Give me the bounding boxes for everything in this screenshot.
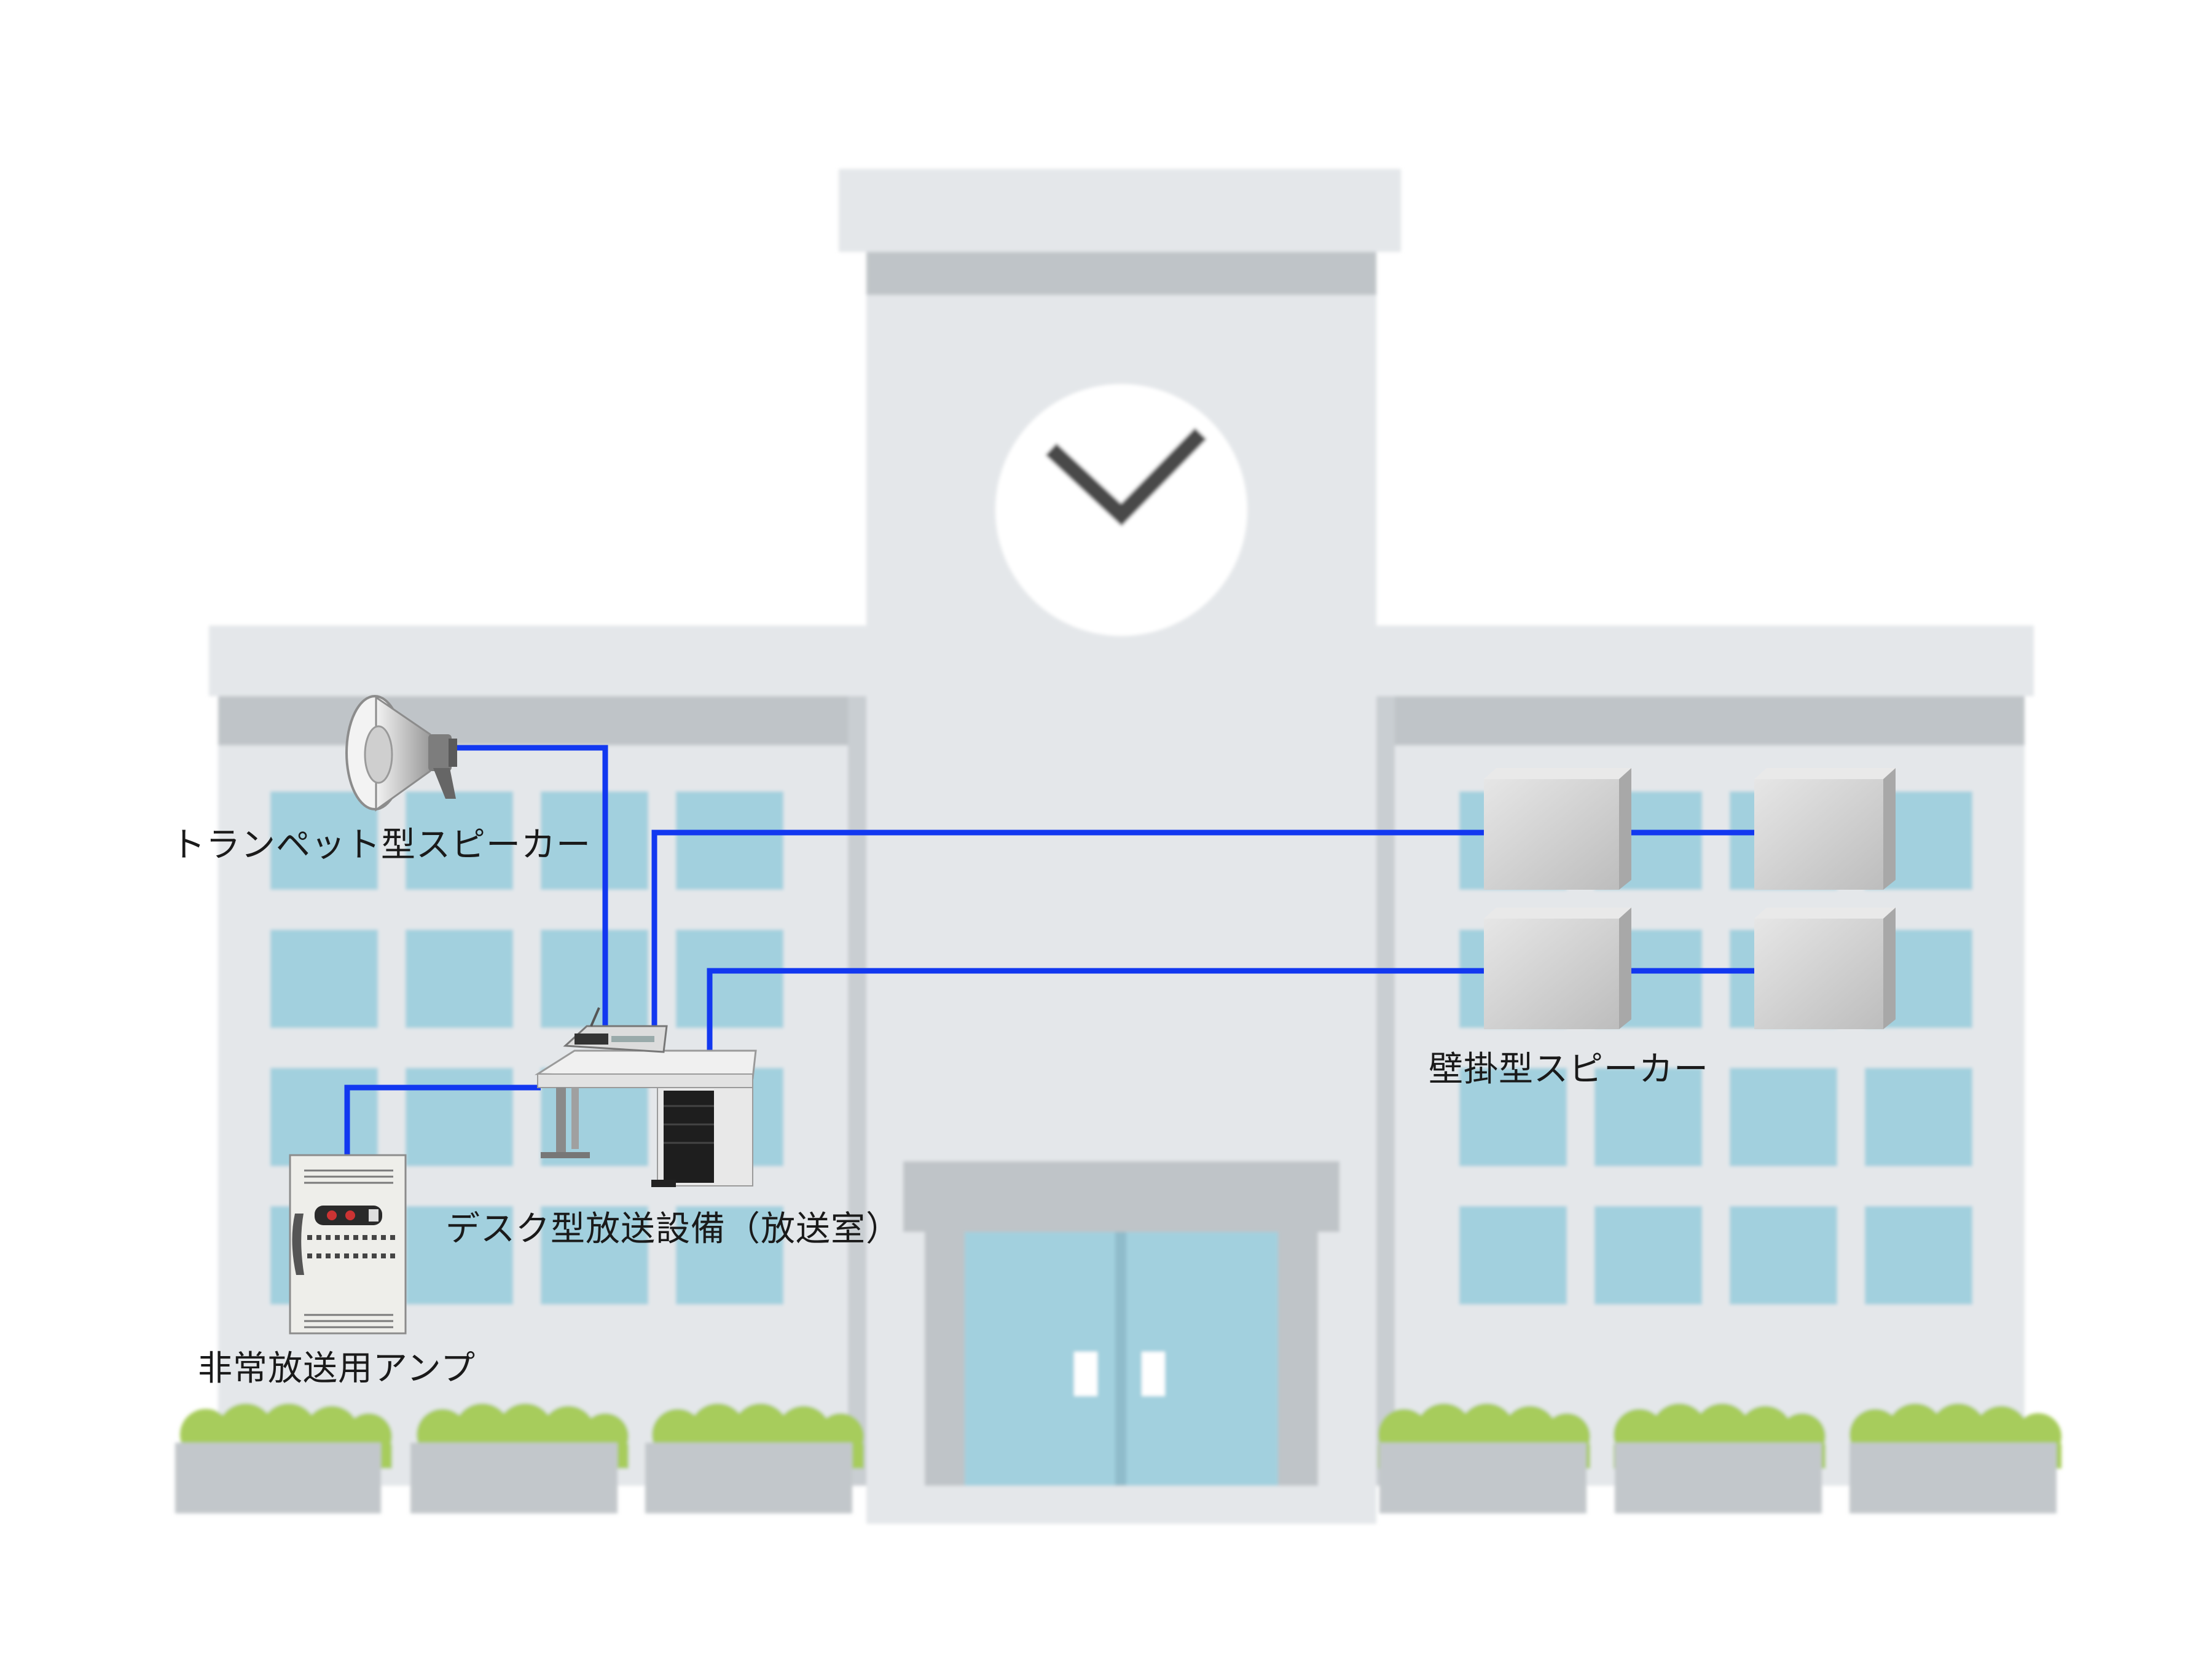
door-handle-left — [1074, 1352, 1097, 1396]
cable-wall-lower — [707, 968, 1484, 1072]
right-wing-edge-shadow — [1376, 696, 1395, 1486]
planters — [175, 1403, 2061, 1513]
trumpet-speaker-label: トランペット型スピーカー — [171, 825, 591, 865]
box-speaker-icon — [1484, 768, 1896, 1029]
megaphone-horn-icon — [345, 695, 457, 812]
tower-cap — [839, 169, 1401, 252]
desk-equipment-label: デスク型放送設備（放送室） — [445, 1209, 901, 1249]
wall-speaker-label: 壁掛型スピーカー — [1429, 1049, 1709, 1089]
cable-trumpet — [452, 745, 608, 1041]
door-handle-right — [1142, 1352, 1165, 1396]
left-roof — [209, 626, 866, 696]
clock-hands — [1045, 428, 1207, 527]
right-roof-shadow — [1376, 696, 2025, 745]
cable-wall-upper — [651, 830, 1484, 1045]
emergency-amp-label: 非常放送用アンプ — [198, 1349, 476, 1389]
entrance-canopy — [903, 1161, 1339, 1232]
broadcast-desk-icon — [534, 1007, 757, 1187]
left-wing-edge-shadow — [848, 696, 866, 1486]
left-roof-shadow — [218, 696, 866, 745]
wall-amplifier-panel-icon — [289, 1154, 407, 1335]
cable-amp — [344, 1084, 541, 1155]
cables — [344, 745, 1754, 1155]
tower-cap-shadow — [866, 252, 1376, 295]
entrance-door-divider — [1115, 1232, 1126, 1486]
right-roof — [1376, 626, 2034, 696]
